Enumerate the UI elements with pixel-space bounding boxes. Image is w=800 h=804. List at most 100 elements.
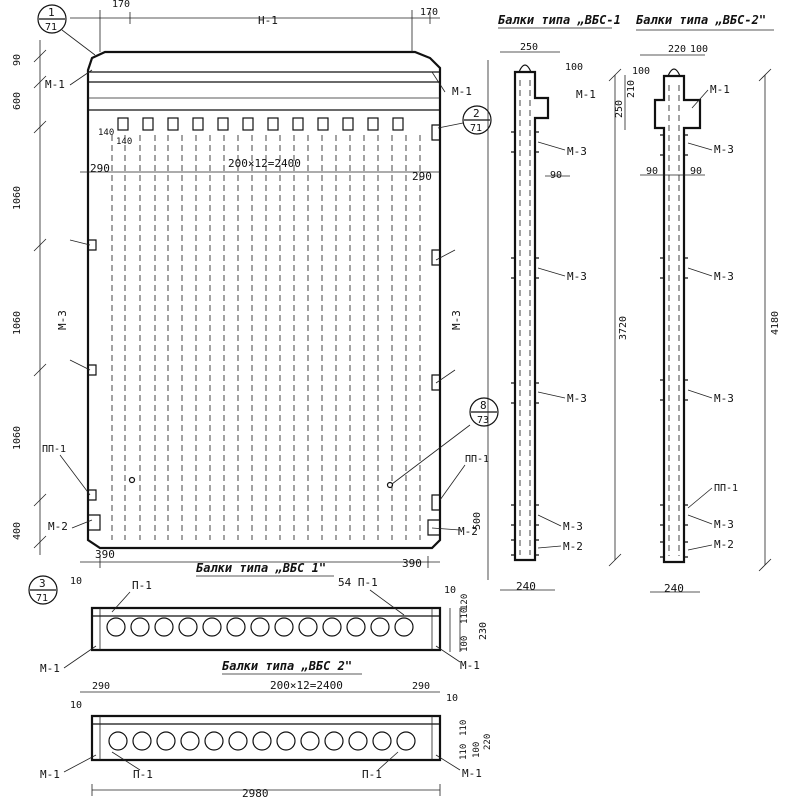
vbs2-plan-view [80,691,442,796]
label-m3-vbs2-c: М-3 [714,392,734,405]
dim-390-left: 390 [95,548,115,561]
dim-290-vbs2-right: 290 [412,681,430,692]
dim-90-vbs1: 90 [550,170,562,181]
dim-230-vbs1: 230 [478,622,489,640]
dim-220-vbs2: 220 [668,44,686,55]
svg-text:73: 73 [477,415,489,426]
dim-10-vbs2-right: 10 [446,693,458,704]
title-vbs2-plan: Балки типа „ВБС 2" [222,659,352,673]
dim-390-right: 390 [402,557,422,570]
dim-140-a: 140 [98,128,114,138]
svg-text:1: 1 [48,6,55,19]
vbs1-leaders [537,141,566,549]
main-panel-dimensions [33,10,440,568]
label-m1-top-right: М-1 [452,85,472,98]
label-m3-vbs2-a: М-3 [714,143,734,156]
callout-3-71: 3 71 [28,575,58,605]
dim-10-vbs1-plan-left: 10 [70,576,82,587]
dim-2980: 2980 [242,787,269,800]
svg-text:8: 8 [480,399,487,412]
label-pp1-left: ПП-1 [42,444,66,455]
dim-90-vbs2-b: 90 [690,166,702,177]
dim-1060-b: 1060 [12,311,23,335]
label-m2-vbs2: М-2 [714,538,734,551]
dim-170-top-left: 170 [112,0,130,10]
dim-90: 90 [12,54,23,66]
dim-250-vbs2: 250 [614,100,625,118]
label-p1-vbs2-plan-left: П-1 [133,768,153,781]
title-vbs1-side: Балки типа „ВБС-1 [498,13,621,27]
label-m1-top-left: М-1 [45,78,65,91]
label-m1-vbs1-plan-left: М-1 [40,662,60,675]
dim-200x12-vbs2: 200×12=2400 [270,679,343,692]
label-m3-vbs1-a: М-3 [567,145,587,158]
label-m3-vbs1-d: М-3 [563,520,583,533]
label-m3-vbs1-c: М-3 [567,392,587,405]
main-leaders [59,69,471,531]
vbs1-plan-leaders [63,589,461,669]
svg-text:3: 3 [39,577,46,590]
dim-170-top-right: 170 [420,7,438,18]
svg-text:2: 2 [473,107,480,120]
dim-240-vbs1: 240 [516,580,536,593]
label-m3-vbs2-d: М-3 [714,518,734,531]
dim-120-vbs1: 120 [460,594,470,610]
dim-290-vbs2-left: 290 [92,681,110,692]
opening-row [117,117,404,131]
label-m3-vbs1-b: М-3 [567,270,587,283]
label-m3-left: М-3 [56,310,69,330]
vbs2-leaders [687,89,713,551]
title-vbs2-side: Балки типа „ВБС-2" [636,13,766,27]
dim-400: 400 [12,522,23,540]
label-h1: Н-1 [258,14,278,27]
label-m3-vbs2-b: М-3 [714,270,734,283]
vbs1-side-view [487,51,622,591]
dim-250-vbs1: 250 [520,42,538,53]
vbs1-plan-view [90,606,461,652]
label-m1-vbs2-plan-right: М-1 [462,767,482,780]
label-m2-right: М-2 [458,525,478,538]
dim-210-vbs2: 210 [626,80,637,98]
hollow-core-lines [111,135,421,540]
dim-290-right: 290 [412,170,432,183]
label-p1-vbs1-plan: П-1 [132,579,152,592]
dim-110-vbs2-a: 110 [459,720,469,736]
label-m2-vbs1: М-2 [563,540,583,553]
label-m2-left: М-2 [48,520,68,533]
dim-10-vbs2-left: 10 [70,700,82,711]
dim-100-vbs2-a: 100 [690,44,708,55]
dim-100-vbs2-plan: 100 [472,742,482,758]
dim-220-vbs2-plan: 220 [483,734,493,750]
vbs2-side-view [624,54,772,593]
label-m1-vbs2-plan-left: М-1 [40,768,60,781]
vbs2-plan-leaders [63,751,461,773]
title-vbs1-plan: Балки типа „ВБС 1" [196,561,326,575]
dim-600: 600 [12,92,23,110]
dim-1060-a: 1060 [12,186,23,210]
dim-240-vbs2: 240 [664,582,684,595]
main-panel-elevation [86,50,442,550]
dim-110-vbs2-b: 110 [459,744,469,760]
dim-90-vbs2-a: 90 [646,166,658,177]
callout-2-71: 2 71 [437,105,492,135]
dim-290-left: 290 [90,162,110,175]
label-m1-vbs1-plan-right: М-1 [460,659,480,672]
label-m3-right: М-3 [450,310,463,330]
dim-140-b: 140 [116,137,132,147]
svg-text:71: 71 [36,593,48,604]
callout-8-73: 8 73 [469,397,499,427]
dim-1060-c: 1060 [12,426,23,450]
dim-100-vbs1-plan: 100 [460,636,470,652]
svg-text:71: 71 [45,22,57,33]
dim-100-vbs1: 100 [565,62,583,73]
label-54-p1: 54 П-1 [338,576,378,589]
dim-3720: 3720 [618,316,629,340]
dim-200x12: 200×12=2400 [228,157,301,170]
label-pp1-right: ПП-1 [465,454,489,465]
label-p1-vbs2-plan-right: П-1 [362,768,382,781]
dim-10-vbs1-plan-right: 10 [444,585,456,596]
dim-100-vbs2-b: 100 [632,66,650,77]
svg-text:71: 71 [470,123,482,134]
